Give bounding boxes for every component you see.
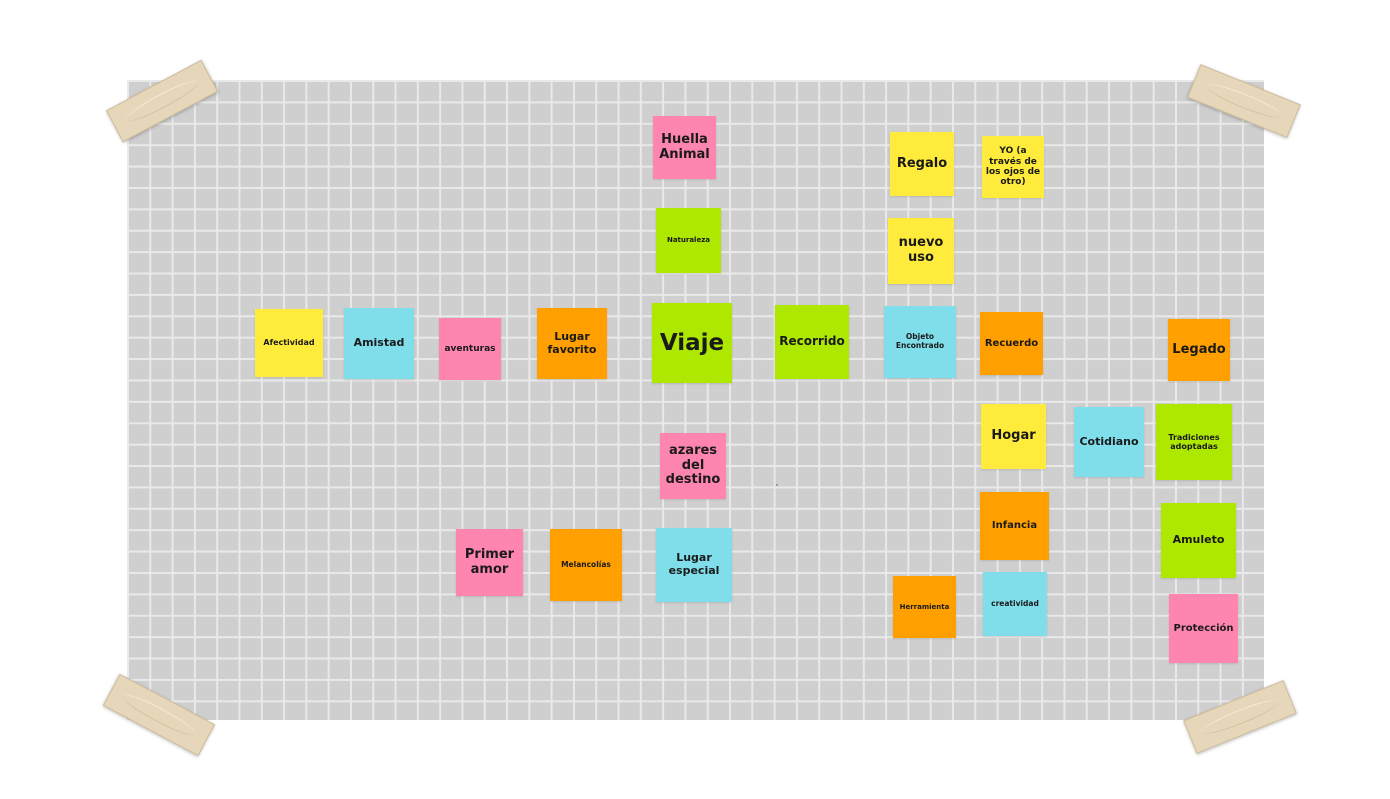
note-hogar[interactable]: Hogar bbox=[981, 404, 1046, 469]
board-speck bbox=[776, 484, 778, 486]
note-azares[interactable]: azares del destino bbox=[660, 433, 726, 499]
note-recuerdo[interactable]: Recuerdo bbox=[980, 312, 1043, 375]
note-yo[interactable]: YO (a través de los ojos de otro) bbox=[982, 136, 1044, 198]
note-cotidiano[interactable]: Cotidiano bbox=[1074, 407, 1144, 477]
note-amuleto[interactable]: Amuleto bbox=[1161, 503, 1236, 578]
note-afectividad[interactable]: Afectividad bbox=[255, 309, 323, 377]
note-recorrido[interactable]: Recorrido bbox=[775, 305, 849, 379]
note-regalo[interactable]: Regalo bbox=[890, 132, 954, 196]
note-legado[interactable]: Legado bbox=[1168, 319, 1230, 381]
note-naturaleza[interactable]: Naturaleza bbox=[656, 208, 721, 273]
note-aventuras[interactable]: aventuras bbox=[439, 318, 501, 380]
note-proteccion[interactable]: Protección bbox=[1169, 594, 1238, 663]
note-tradiciones[interactable]: Tradiciones adoptadas bbox=[1156, 404, 1232, 480]
note-herramienta[interactable]: Herramienta bbox=[893, 576, 956, 638]
grid-board bbox=[127, 80, 1264, 720]
note-primer-amor[interactable]: Primer amor bbox=[456, 529, 523, 596]
note-amistad[interactable]: Amistad bbox=[344, 308, 414, 379]
note-lugar-especial[interactable]: Lugar especial bbox=[656, 528, 732, 602]
note-huella-animal[interactable]: Huella Animal bbox=[653, 116, 716, 179]
note-viaje[interactable]: Viaje bbox=[652, 303, 732, 383]
note-objeto-encontrado[interactable]: Objeto Encontrado bbox=[884, 306, 956, 378]
note-lugar-favorito[interactable]: Lugar favorito bbox=[537, 308, 607, 379]
note-infancia[interactable]: Infancia bbox=[980, 492, 1049, 560]
note-nuevo-uso[interactable]: nuevo uso bbox=[888, 218, 954, 284]
note-melancolias[interactable]: Melancolías bbox=[550, 529, 622, 601]
note-creatividad[interactable]: creatividad bbox=[983, 572, 1047, 636]
